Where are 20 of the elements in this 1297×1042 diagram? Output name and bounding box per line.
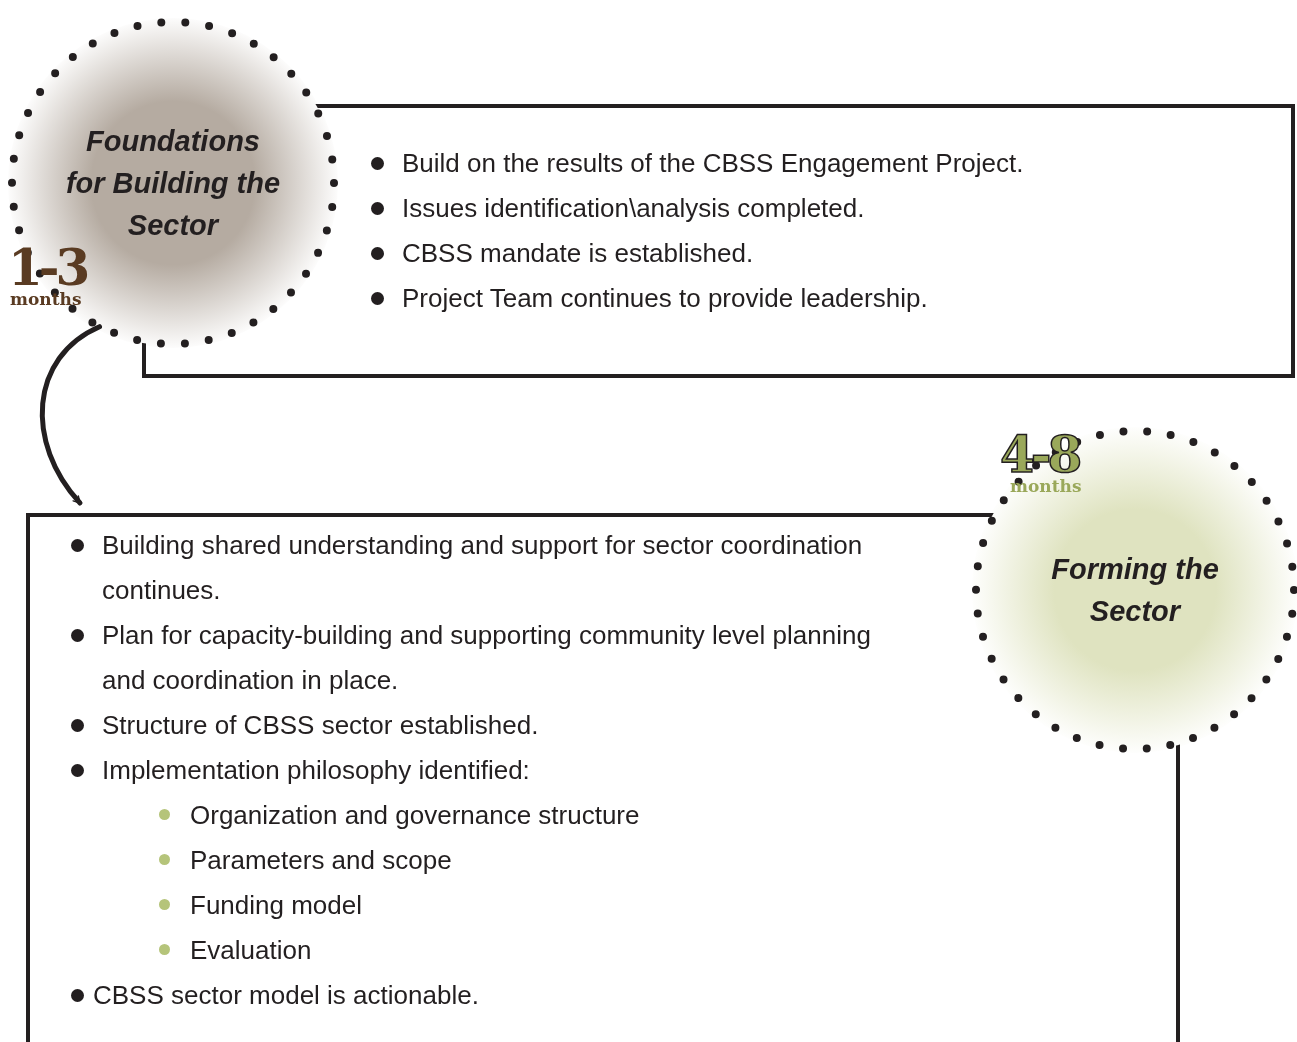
duration-number: 4-8	[1000, 430, 1079, 480]
curved-arrow	[40, 324, 103, 506]
duration-number: 1-3	[8, 243, 87, 293]
bullet-item: Project Team continues to provide leadership.	[371, 276, 1271, 321]
bullet-item: Evaluation	[159, 928, 921, 973]
duration-unit: months	[1010, 478, 1082, 495]
bullet-item: Building shared understanding and support for sector coordination continues.	[71, 523, 921, 613]
stage-title: Foundations for Building the Sector	[65, 124, 281, 243]
bullet-item: Build on the results of the CBSS Engagement Project.	[371, 141, 1271, 186]
bullet-item: Plan for capacity-building and supporting community level planning and coordination in place.	[71, 613, 921, 703]
bullet-item: Parameters and scope	[159, 838, 921, 883]
stage-title: Forming the Sector	[1050, 552, 1220, 629]
bullet-item: Issues identification\analysis completed.	[371, 186, 1271, 231]
bullet-item: CBSS sector model is actionable.	[71, 973, 921, 1018]
bullet-item: Structure of CBSS sector established.	[71, 703, 921, 748]
bullet-item: Organization and governance structure	[159, 793, 921, 838]
bullet-item: Funding model	[159, 883, 921, 928]
duration-unit: months	[10, 291, 82, 308]
bullet-item: Implementation philosophy identified:	[71, 748, 921, 793]
bullet-item: CBSS mandate is established.	[371, 231, 1271, 276]
